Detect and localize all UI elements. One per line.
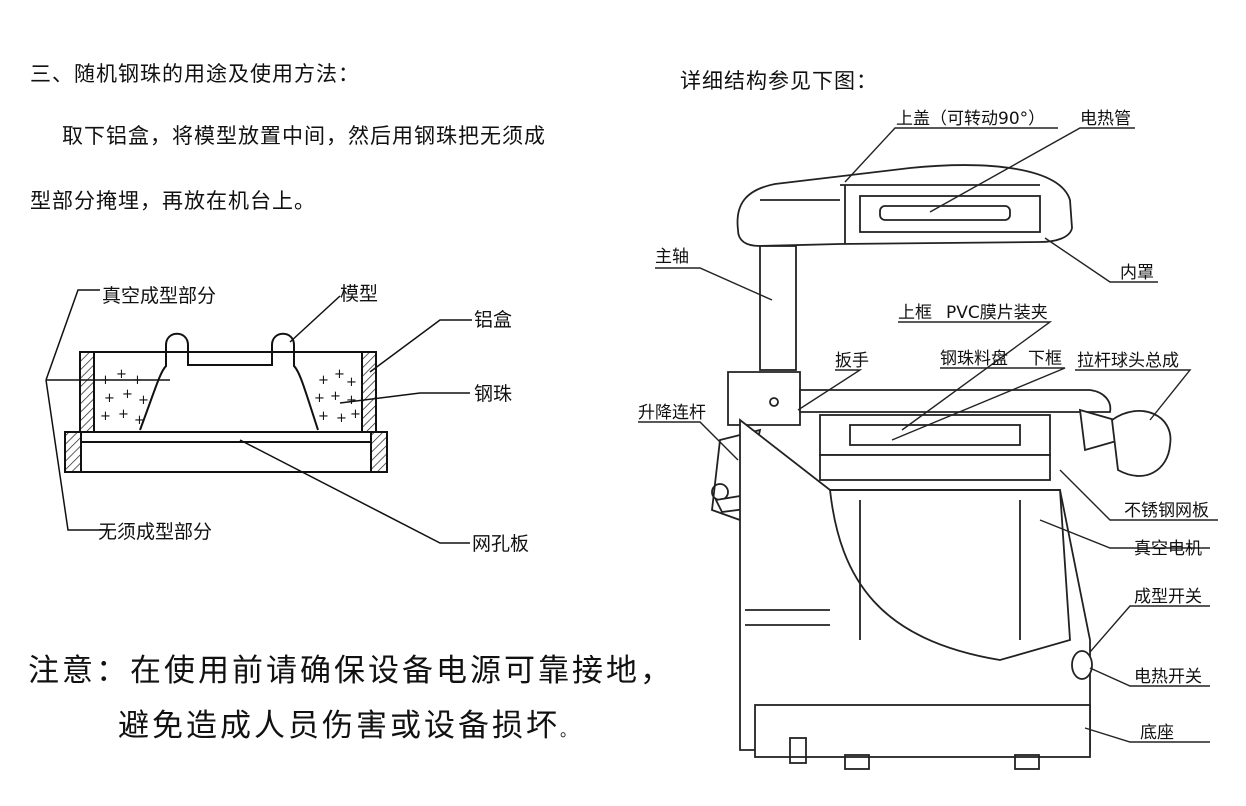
label-pull-rod-ball: 拉杆球头总成 <box>1077 351 1179 371</box>
label-heating-tube: 电热管 <box>1080 109 1131 129</box>
left-diagram-labels: 真空成型部分 模型 铝盒 钢珠 无须成型部分 网孔板 <box>98 283 529 555</box>
label-stainless-mesh: 不锈钢网板 <box>1124 501 1209 521</box>
steel-ball-cross-section <box>64 332 388 473</box>
label-upper-frame: 上框 <box>898 303 932 323</box>
label-no-forming-part: 无须成型部分 <box>98 521 212 543</box>
svg-text:+: + <box>334 367 345 382</box>
label-main-shaft: 主轴 <box>655 247 689 267</box>
label-lower-frame: 下框 <box>1028 349 1062 369</box>
svg-text:+: + <box>336 411 347 426</box>
label-base: 底座 <box>1140 723 1174 743</box>
svg-text:+: + <box>134 413 145 428</box>
label-model: 模型 <box>340 283 378 305</box>
mesh-plate-shape <box>64 431 388 473</box>
label-inner-hood: 内罩 <box>1120 263 1154 283</box>
instruction-line-1: 取下铝盒，将模型放置中间，然后用钢珠把无须成 <box>62 124 546 148</box>
steel-balls: +++ +++ +++ +++ +++ +++ <box>100 367 361 428</box>
left-leader-lines <box>45 289 472 544</box>
label-upper-cover: 上盖（可转动90°） <box>896 109 1045 129</box>
svg-text:+: + <box>318 373 329 388</box>
svg-text:+: + <box>346 393 357 408</box>
svg-text:+: + <box>100 409 111 424</box>
svg-text:+: + <box>104 391 115 406</box>
label-heating-switch: 电热开关 <box>1134 667 1202 687</box>
warning-line-1: 注意：在使用前请确保设备电源可靠接地， <box>28 653 674 689</box>
main-shaft-shape <box>759 245 797 371</box>
aluminum-box-right-wall <box>361 351 377 433</box>
warning-line-2-end: 。 <box>560 721 580 740</box>
warning-line-2: 避免造成人员伤害或设备损坏。 <box>118 700 579 745</box>
warning-line-2-text: 避免造成人员伤害或设备损坏 <box>118 708 560 744</box>
label-wrench: 扳手 <box>835 351 869 371</box>
svg-text:+: + <box>116 367 127 382</box>
label-vacuum-motor: 真空电机 <box>1134 539 1202 559</box>
svg-text:+: + <box>350 407 361 422</box>
label-steel-ball-tray: 钢珠料盘 <box>940 349 1008 369</box>
label-pvc-clip: PVC膜片装夹 <box>946 303 1048 323</box>
instruction-line-2: 型部分掩埋，再放在机台上。 <box>30 189 316 213</box>
label-mesh-plate: 网孔板 <box>472 533 529 555</box>
svg-text:+: + <box>314 391 325 406</box>
right-diagram-labels: 上盖（可转动90°） 电热管 内罩 主轴 上框 PVC膜片装夹 扳手 钢珠料盘 … <box>638 109 1209 743</box>
section-heading: 三、随机钢珠的用途及使用方法： <box>30 62 360 86</box>
label-forming-switch: 成型开关 <box>1134 587 1202 607</box>
label-lift-rod: 升降连杆 <box>638 403 706 423</box>
svg-text:+: + <box>330 389 341 404</box>
label-aluminum-box: 铝盒 <box>474 309 512 331</box>
base-shape <box>754 704 1091 758</box>
heating-tube-shape <box>879 205 1011 221</box>
svg-text:+: + <box>346 375 357 390</box>
structure-heading: 详细结构参见下图： <box>680 69 878 93</box>
right-leader-lines <box>638 127 1218 743</box>
svg-text:+: + <box>318 409 329 424</box>
svg-text:+: + <box>138 393 149 408</box>
model-shape <box>139 332 319 431</box>
aluminum-box-left-wall <box>79 351 95 433</box>
svg-text:+: + <box>122 387 133 402</box>
label-vacuum-part: 真空成型部分 <box>102 285 216 307</box>
machine-drawing <box>711 164 1172 770</box>
svg-text:+: + <box>118 407 129 422</box>
label-steel-ball: 钢珠 <box>474 383 512 405</box>
